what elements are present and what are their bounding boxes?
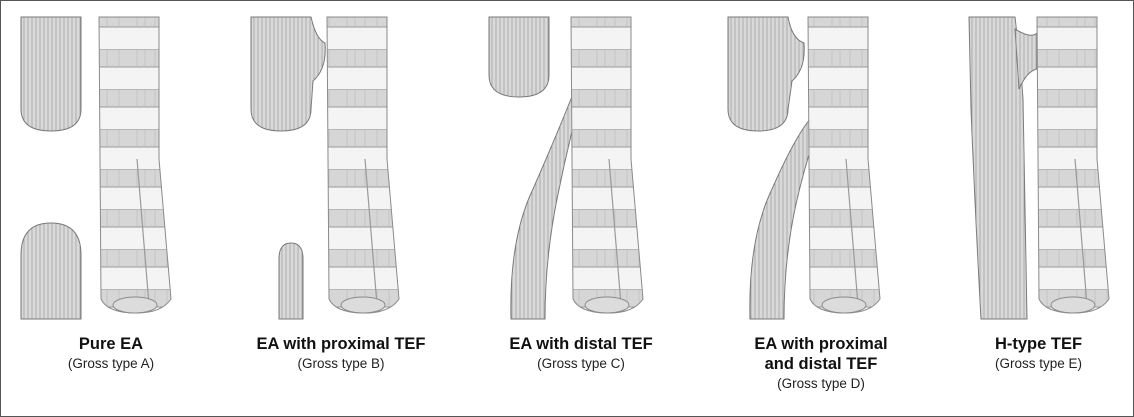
- panel-title-line-1: EA with proximal: [706, 334, 936, 354]
- panel-title: H-type TEF: [951, 334, 1126, 354]
- panel-type-e: H-type TEF (Gross type E): [951, 9, 1126, 414]
- panel-type-c: EA with distal TEF (Gross type C): [471, 9, 691, 414]
- panel-subtitle: (Gross type E): [951, 354, 1126, 374]
- panel-title: EA with proximal TEF: [221, 334, 461, 354]
- panel-subtitle: (Gross type D): [706, 374, 936, 394]
- h-type-tef-illustration: [951, 9, 1126, 329]
- ea-distal-tef-illustration: [471, 9, 691, 329]
- panel-subtitle: (Gross type B): [221, 354, 461, 374]
- panel-title-line-2: and distal TEF: [706, 354, 936, 374]
- panel-subtitle: (Gross type C): [471, 354, 691, 374]
- ea-proximal-distal-tef-illustration: [706, 9, 936, 329]
- panel-type-d: EA with proximal and distal TEF (Gross t…: [706, 9, 936, 414]
- pure-ea-illustration: [11, 9, 211, 329]
- panel-subtitle: (Gross type A): [11, 354, 211, 374]
- panel-type-a: Pure EA (Gross type A): [11, 9, 211, 414]
- panel-type-b: EA with proximal TEF (Gross type B): [221, 9, 461, 414]
- ea-proximal-tef-illustration: [221, 9, 461, 329]
- panel-title: EA with distal TEF: [471, 334, 691, 354]
- panel-title: Pure EA: [11, 334, 211, 354]
